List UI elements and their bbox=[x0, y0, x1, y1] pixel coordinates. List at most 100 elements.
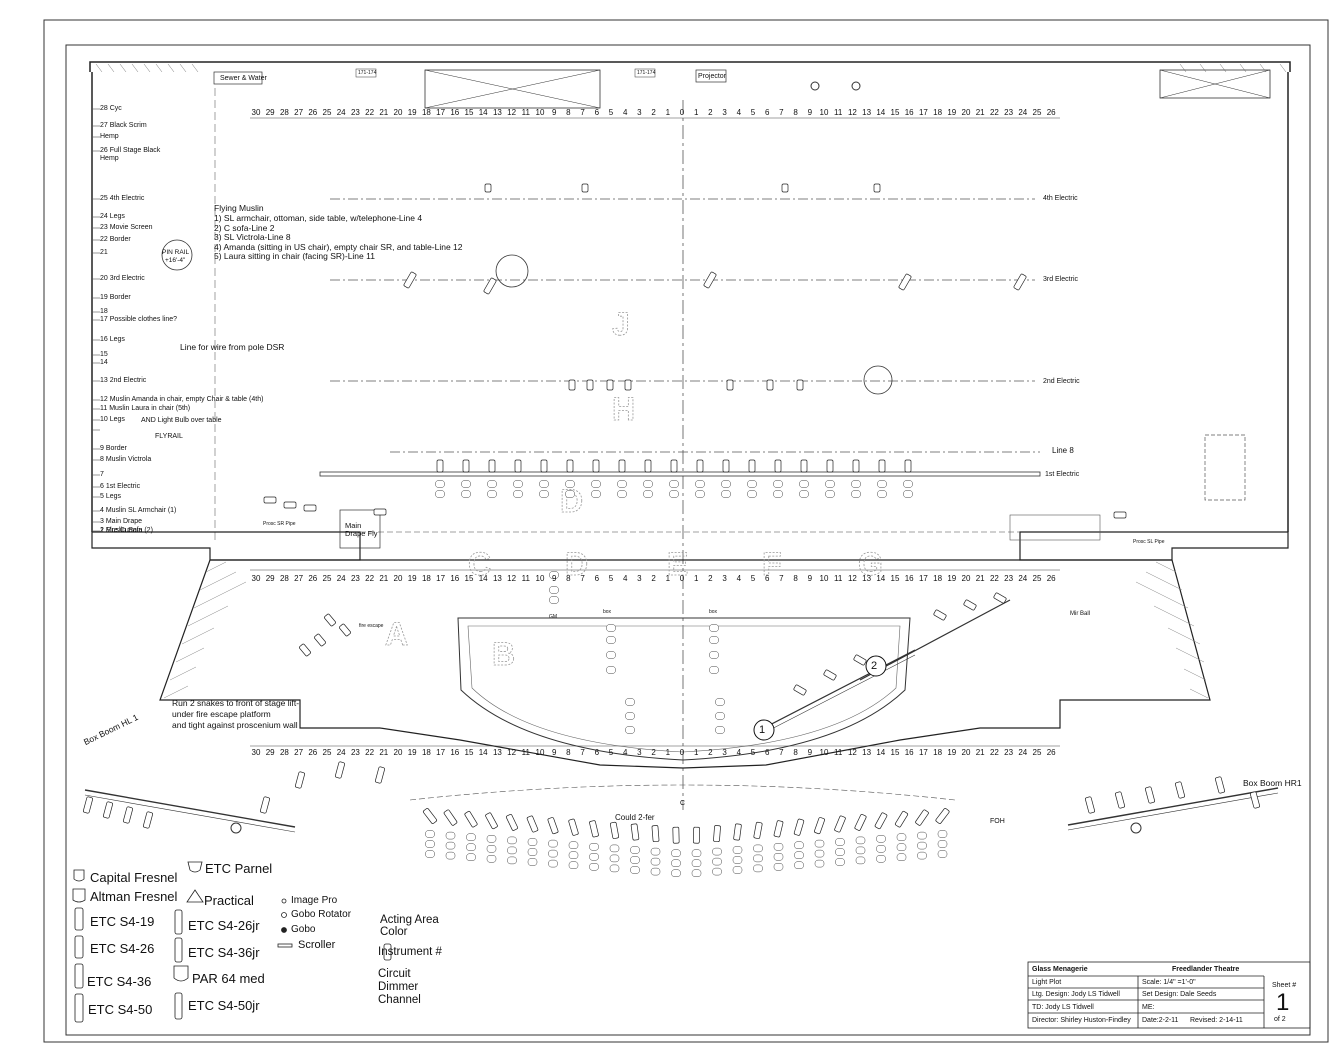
lighting-instrument-icon bbox=[773, 820, 784, 838]
channel-bubble-icon bbox=[643, 490, 653, 498]
drawing-border bbox=[65, 44, 1311, 1036]
legend-symbols bbox=[72, 861, 392, 1023]
sl-apron-truss bbox=[759, 649, 916, 731]
ruler-number: 6 bbox=[764, 108, 770, 117]
lineset-label: 19 Border bbox=[100, 294, 131, 301]
ruler-number: 10 bbox=[819, 108, 829, 117]
ruler-number: 26 bbox=[308, 108, 318, 117]
channel-bubble-icon bbox=[445, 851, 456, 860]
legend-scroller: Scroller bbox=[298, 939, 336, 951]
channel-bubble-icon bbox=[625, 698, 635, 706]
ruler-number: 3 bbox=[722, 748, 727, 757]
ruler-number: 14 bbox=[876, 108, 886, 117]
area-letter-A: A bbox=[385, 616, 408, 652]
ruler-number: 19 bbox=[947, 108, 957, 117]
ruler-number: 4 bbox=[622, 108, 628, 117]
lineset-label: 2 Muslin Sofa (2) bbox=[100, 527, 153, 534]
channel-bubble-icon bbox=[709, 651, 719, 659]
muslin-circle bbox=[863, 365, 893, 395]
ruler-number: 24 bbox=[336, 574, 346, 583]
channel-bubble-icon bbox=[747, 480, 757, 488]
s4-19-icon bbox=[74, 907, 84, 931]
lighting-instrument-icon bbox=[260, 796, 270, 814]
lighting-instrument-icon bbox=[753, 821, 763, 839]
ruler-number: 10 bbox=[535, 748, 545, 757]
ruler-number: 13 bbox=[492, 108, 502, 117]
lighting-instrument-icon bbox=[295, 771, 305, 789]
channel-bubble-icon bbox=[568, 861, 579, 869]
ruler-number: 17 bbox=[918, 108, 928, 117]
channel-bubble-icon bbox=[855, 846, 866, 855]
lighting-instrument-icon bbox=[1115, 791, 1125, 809]
lighting-instrument-icon bbox=[609, 821, 620, 839]
1st-electric-pipe bbox=[319, 471, 1041, 477]
lighting-instrument-icon bbox=[589, 820, 599, 838]
title-plot: Light Plot bbox=[1032, 979, 1062, 986]
ruler-number: 23 bbox=[350, 108, 360, 117]
channel-bubble-icon bbox=[486, 845, 497, 853]
ruler-number: 29 bbox=[265, 574, 275, 583]
title-date: Date:2-2-11 bbox=[1142, 1017, 1179, 1024]
ruler-number: 22 bbox=[989, 108, 999, 117]
channel-bubble-icon bbox=[630, 856, 640, 864]
ruler-number: 6 bbox=[594, 108, 600, 117]
lighting-instrument-icon bbox=[143, 811, 153, 829]
ruler-number: 10 bbox=[819, 574, 829, 583]
channel-bubble-icon bbox=[669, 480, 679, 488]
ruler-number: 14 bbox=[876, 748, 886, 757]
channel-bubble-icon bbox=[643, 480, 653, 488]
lighting-instrument-icon bbox=[299, 643, 311, 657]
title-sheet-label: Sheet # bbox=[1272, 982, 1297, 989]
ruler-number: 19 bbox=[407, 574, 417, 583]
ruler-number: 12 bbox=[847, 108, 857, 117]
ruler-number: 16 bbox=[904, 108, 914, 117]
acting-area-letters: A B C D E F G H J D bbox=[385, 306, 884, 673]
channel-bubble-icon bbox=[937, 830, 948, 838]
ruler-number: 20 bbox=[961, 108, 971, 117]
lighting-instrument-icon bbox=[823, 669, 837, 681]
channel-bubble-icon bbox=[617, 480, 627, 488]
lighting-instrument-icon bbox=[894, 811, 909, 828]
ruler-number: 3 bbox=[637, 574, 642, 583]
lighting-instrument-icon bbox=[505, 814, 519, 831]
channel-bubble-icon bbox=[466, 833, 476, 841]
lighting-instrument-icon bbox=[670, 459, 678, 473]
ruler-number: 15 bbox=[464, 574, 474, 583]
ruler-number: 3 bbox=[637, 748, 642, 757]
lighting-instrument-icon bbox=[774, 459, 782, 473]
s4-50jr-icon bbox=[174, 992, 183, 1020]
ruler-number: 18 bbox=[421, 748, 431, 757]
main-drape-fly-box bbox=[339, 509, 381, 549]
ruler-number: 23 bbox=[1004, 574, 1014, 583]
ruler-number: 2 bbox=[651, 108, 656, 117]
altman-fresnel-icon bbox=[72, 888, 86, 903]
title-sheet-of: of 2 bbox=[1274, 1016, 1286, 1023]
channel-bubble-icon bbox=[565, 480, 575, 488]
lighting-instrument-icon bbox=[793, 818, 805, 836]
lineset-label: 17 Possible clothes line? bbox=[100, 316, 178, 323]
lighting-instrument-icon bbox=[324, 613, 336, 627]
small-label-b: 171-174 bbox=[637, 70, 656, 76]
channel-bubble-icon bbox=[589, 853, 599, 861]
ruler-number: 21 bbox=[379, 108, 389, 117]
flying-muslin-title: Flying Muslin bbox=[214, 203, 264, 213]
channel-bubble-icon bbox=[609, 854, 620, 863]
channel-bubble-icon bbox=[565, 490, 575, 498]
etc-parnel-icon bbox=[187, 861, 203, 873]
ruler-number: 7 bbox=[779, 108, 784, 117]
ruler-number: 16 bbox=[904, 748, 914, 757]
channel-bubble-icon bbox=[606, 651, 616, 659]
ruler-number: 13 bbox=[862, 574, 872, 583]
channel-bubble-icon bbox=[794, 841, 804, 849]
channel-bubble-icon bbox=[855, 856, 866, 865]
line-8-label: Line 8 bbox=[1052, 446, 1074, 455]
ruler-number: 17 bbox=[436, 574, 446, 583]
channel-bubble-icon bbox=[773, 490, 783, 498]
ruler-number: 9 bbox=[807, 108, 813, 117]
channel-bubble-icon bbox=[591, 480, 601, 488]
lighting-instrument-icon bbox=[644, 459, 652, 473]
channel-bubble-icon bbox=[507, 856, 517, 865]
ruler-number: 0 bbox=[679, 108, 685, 117]
lighting-instrument-icon bbox=[915, 809, 929, 826]
title-sheet-number: 1 bbox=[1276, 989, 1290, 1016]
